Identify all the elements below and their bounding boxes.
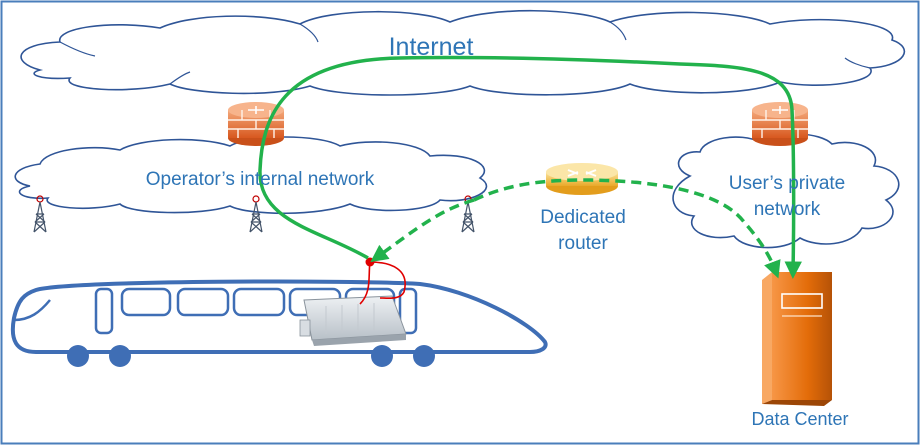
dedicated-path-line — [370, 198, 475, 263]
cell-tower-icon — [249, 195, 263, 233]
server-icon — [762, 272, 832, 406]
cell-tower-icon — [33, 195, 47, 233]
dedicated-router-label-line1: Dedicated — [540, 207, 626, 228]
modem-icon — [299, 295, 407, 346]
user-network-label-line1: User’s private — [729, 173, 846, 194]
data-center-label: Data Center — [751, 409, 848, 429]
user-network-label-line2: network — [754, 199, 821, 220]
router-icon — [546, 163, 618, 195]
user-private-network-cloud — [672, 133, 900, 249]
train-icon — [10, 279, 548, 367]
firewall-icon — [228, 102, 284, 146]
operator-network-label: Operator’s internal network — [146, 169, 375, 190]
internet-cloud — [20, 9, 906, 96]
firewall-icon — [752, 102, 808, 146]
dedicated-router-label-line2: router — [558, 233, 608, 254]
internet-label: Internet — [389, 33, 474, 61]
operator-network-cloud — [14, 136, 488, 215]
internet-path-line — [258, 55, 802, 279]
